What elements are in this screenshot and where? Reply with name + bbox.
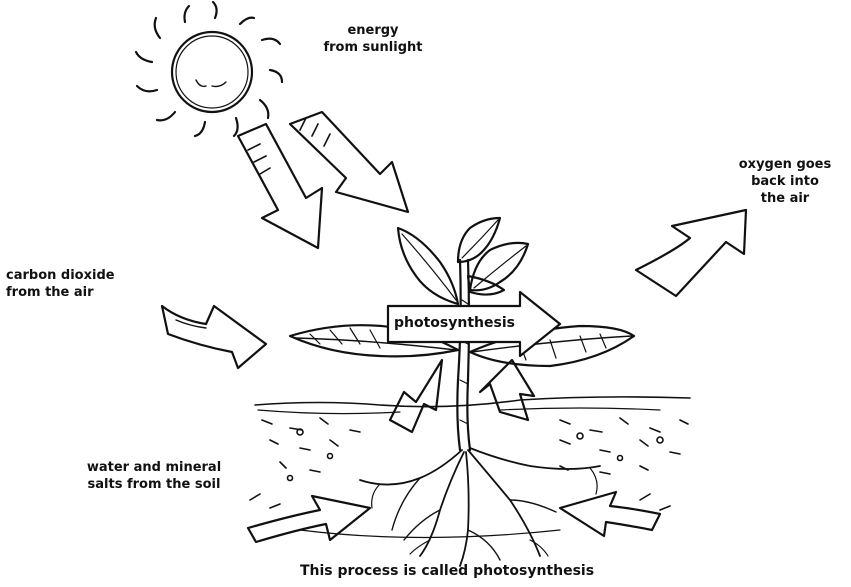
photosynthesis-label: photosynthesis	[394, 315, 515, 331]
carbon-dioxide-arrow	[162, 306, 266, 368]
soil	[250, 397, 690, 538]
oxygen-label: oxygen goes back into the air	[720, 156, 850, 207]
energy-from-sunlight-label: energy from sunlight	[298, 22, 448, 56]
water-arrow-up-right	[480, 360, 534, 420]
water-arrow-right	[560, 492, 660, 536]
sun-icon	[136, 2, 282, 136]
plant-stem	[457, 260, 470, 450]
water-and-mineral-salts-label: water and mineral salts from the soil	[64, 459, 244, 493]
water-arrow-up-left	[390, 360, 442, 432]
plant-leaves	[290, 218, 634, 366]
oxygen-arrow	[636, 210, 746, 296]
caption: This process is called photosynthesis	[232, 563, 662, 579]
carbon-dioxide-label: carbon dioxide from the air	[6, 267, 115, 301]
